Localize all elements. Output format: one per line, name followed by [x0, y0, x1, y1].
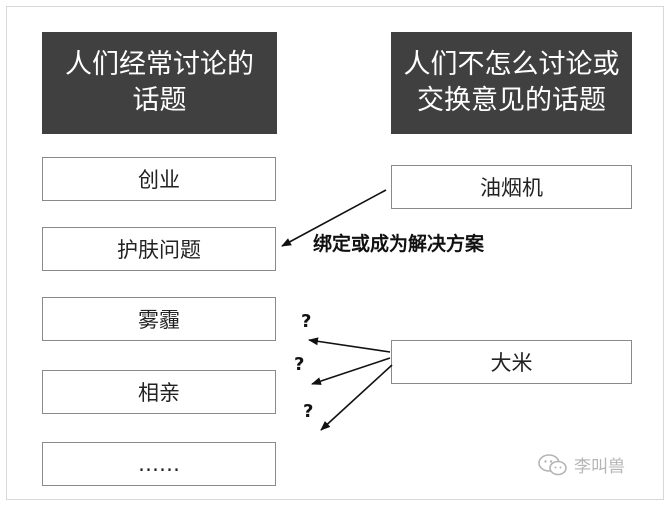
left-header-line-1: 人们经常讨论的 [65, 49, 254, 80]
watermark-text: 李叫兽 [574, 457, 625, 477]
diagram-frame [6, 6, 664, 500]
arrow-rice-to-q3 [320, 364, 393, 431]
right-header-line-1: 人们不怎么讨论或 [403, 49, 620, 80]
arrow-rice-to-q2 [311, 357, 391, 385]
left-header-line-2: 话题 [132, 85, 187, 116]
arrow-rice-to-q1 [308, 337, 391, 353]
question-mark-1: ? [301, 311, 312, 332]
right-column-header: 人们不怎么讨论或 交换意见的话题 [391, 32, 632, 134]
right-item-range-hood: 油烟机 [391, 165, 632, 209]
question-mark-3: ? [303, 401, 314, 422]
left-item-ellipsis: …… [42, 442, 276, 486]
binding-annotation: 绑定或成为解决方案 [313, 233, 485, 255]
left-item-blind-date: 相亲 [42, 370, 276, 414]
right-header-line-2: 交换意见的话题 [417, 85, 606, 116]
question-mark-2: ? [294, 354, 305, 375]
left-item-startup: 创业 [42, 157, 276, 201]
left-item-skincare: 护肤问题 [42, 227, 276, 271]
arrow-range-hood-to-skincare [281, 189, 387, 247]
left-item-smog: 雾霾 [42, 297, 276, 341]
watermark: 李叫兽 [538, 452, 625, 477]
wechat-icon [538, 453, 567, 475]
left-column-header: 人们经常讨论的 话题 [42, 32, 277, 134]
right-item-rice: 大米 [391, 340, 632, 384]
